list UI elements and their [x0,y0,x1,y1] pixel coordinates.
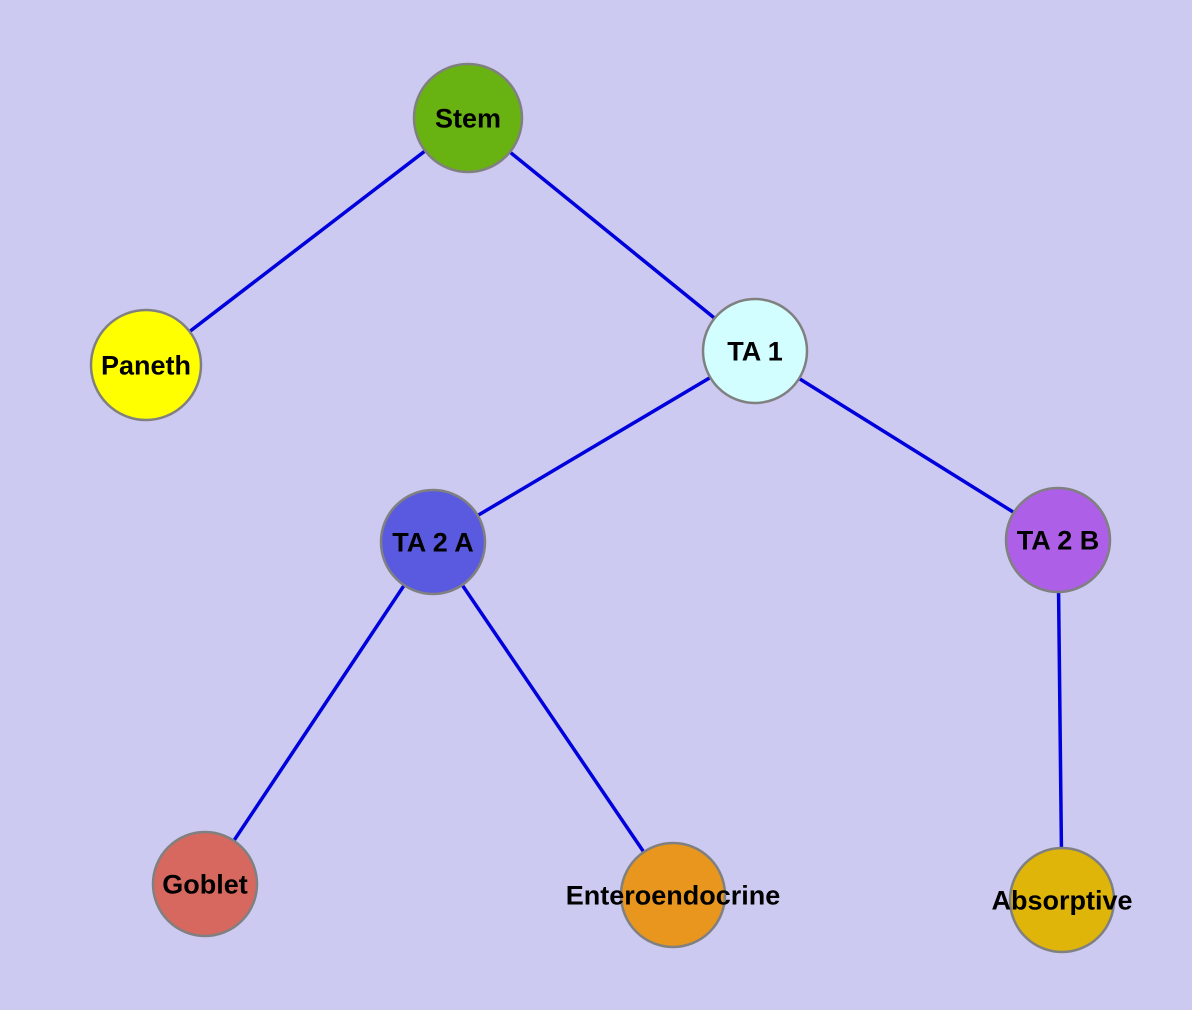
node-goblet[interactable] [151,830,259,938]
node-label-ta1: TA 1 [727,336,783,366]
node-label-enteroendocrine: Enteroendocrine [566,880,781,910]
node-ta2a[interactable] [379,488,487,596]
node-label-stem: Stem [435,103,501,133]
edge-ta2a-enteroendocrine [431,541,675,896]
node-enteroendocrine[interactable] [619,841,727,949]
node-label-goblet: Goblet [162,869,248,899]
node-stem[interactable] [412,62,524,174]
node-label-paneth: Paneth [101,350,191,380]
node-ta1[interactable] [701,297,809,405]
edge-stem-paneth [144,116,470,367]
node-label-ta2a: TA 2 A [392,527,474,557]
node-paneth[interactable] [89,308,203,422]
node-label-absorptive: Absorptive [991,885,1132,915]
edge-ta1-ta2b [754,349,1059,542]
node-label-ta2b: TA 2 B [1017,525,1100,555]
node-absorptive[interactable] [1008,846,1116,954]
edge-stem-ta1 [466,116,757,353]
edge-ta2a-goblet [203,541,435,885]
node-ta2b[interactable] [1004,486,1112,594]
edge-ta1-ta2a [432,349,756,544]
edge-ta2b-absorptive [1056,539,1064,901]
